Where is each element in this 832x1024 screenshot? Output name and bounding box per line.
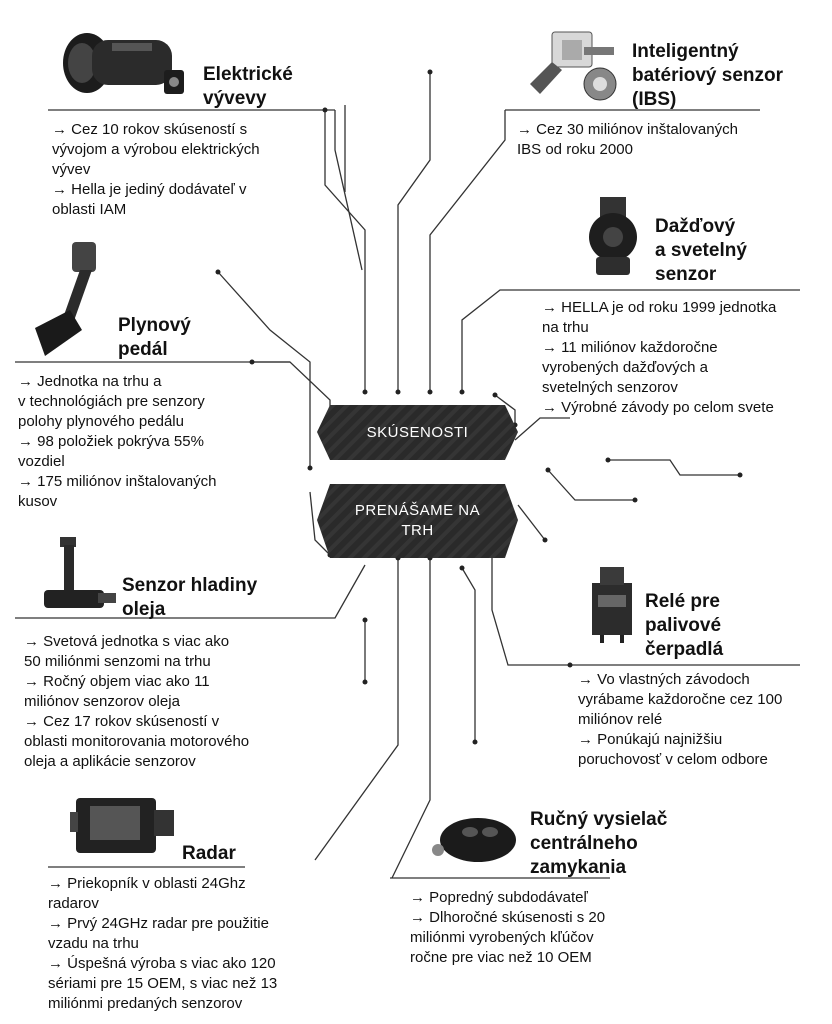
title-line: zamykania <box>530 857 627 878</box>
title-line: batériový senzor <box>632 65 783 86</box>
hub-experience: SKÚSENOSTI <box>317 405 518 460</box>
title-line: a svetelný <box>655 240 747 261</box>
description-line: → Jednotka na trhu a <box>18 373 162 390</box>
oil-level-sensor-icon <box>44 537 116 608</box>
title-line: senzor <box>655 264 717 285</box>
oil-sensor-description: → Svetová jednotka s viac ako 50 miliónm… <box>24 632 249 772</box>
description-line: → 98 položiek pokrýva 55% <box>18 433 204 450</box>
vacuum-pump-icon <box>63 33 184 94</box>
remote-description: → Popredný subdodávateľ → Dlhoročné skús… <box>410 888 605 968</box>
description-line: radarov <box>48 895 99 912</box>
hub-market-label-line1: PRENÁŠAME NA <box>354 502 481 519</box>
title-line: Inteligentný <box>632 41 739 62</box>
accelerator-pedal-icon <box>35 242 96 356</box>
description-line: → Svetová jednotka s viac ako <box>24 633 230 650</box>
description-line: miliónov relé <box>578 711 663 728</box>
description-line: → Prvý 24GHz radar pre použitie <box>48 915 269 932</box>
relay-icon <box>592 567 632 643</box>
description-line: → Priekopník v oblasti 24Ghz <box>48 875 246 892</box>
description-line: → Výrobné závody po celom svete <box>542 399 774 416</box>
battery-sensor-description: → Cez 30 miliónov inštalovaných IBS od r… <box>517 120 738 160</box>
radar-description: → Priekopník v oblasti 24Ghz radarov → P… <box>48 874 277 1014</box>
title-line: Radar <box>182 843 236 864</box>
description-line: → Cez 10 rokov skúseností s <box>52 121 248 138</box>
description-line: → Popredný subdodávateľ <box>410 889 588 906</box>
description-line: → Dlhoročné skúsenosti s 20 <box>410 909 606 926</box>
hub-market: PRENÁŠAME NA TRH <box>317 484 518 558</box>
description-line: → Cez 17 rokov skúseností v <box>24 713 220 730</box>
title-line: pedál <box>118 339 168 360</box>
relay-description: → Vo vlastných závodoch vyrábame každoro… <box>578 670 782 770</box>
description-line: 50 miliónmi senzomi na trhu <box>24 653 211 670</box>
description-line: oleja a aplikácie senzorov <box>24 753 196 770</box>
description-line: → Ponúkajú najnižšiu <box>578 731 723 748</box>
description-line: svetelných senzorov <box>542 379 678 396</box>
hub-experience-label: SKÚSENOSTI <box>366 423 469 441</box>
description-line: miliónov senzorov oleja <box>24 693 180 710</box>
description-line: oblasti monitorovania motorového <box>24 733 250 750</box>
description-line: vývojom a výrobou elektrických <box>52 141 260 158</box>
description-line: vozdiel <box>18 453 65 470</box>
title-line: Plynový <box>118 315 191 336</box>
description-line: miliónmi predaných senzorov <box>48 995 243 1012</box>
pedal-title: Plynový pedál <box>118 314 191 362</box>
description-line: → Hella je jediný dodávateľ v <box>52 181 247 198</box>
rain-sensor-description: → HELLA je od roku 1999 jednotka na trhu… <box>542 298 776 418</box>
description-line: polohy plynového pedálu <box>18 413 184 430</box>
hub-top-shape <box>317 405 518 460</box>
title-line: Dažďový <box>655 216 736 237</box>
description-line: → Ročný objem viac ako 11 <box>24 673 210 690</box>
title-line: palivové <box>645 615 722 636</box>
description-line: sériami pre 15 OEM, s viac než 13 <box>48 975 278 992</box>
description-line: miliónmi vyrobených kľúčov <box>410 929 594 946</box>
description-line: → 11 miliónov každoročne <box>542 339 718 356</box>
description-line: na trhu <box>542 319 589 336</box>
title-line: Relé pre <box>645 591 720 612</box>
radar-sensor-icon <box>70 798 174 853</box>
title-line: čerpadlá <box>645 639 724 660</box>
description-line: → 175 miliónov inštalovaných <box>18 473 217 490</box>
description-line: vzadu na trhu <box>48 935 139 952</box>
description-line: oblasti IAM <box>52 201 127 218</box>
description-line: vyrobených dažďových a <box>542 359 708 376</box>
radar-title: Radar <box>182 842 236 866</box>
battery-sensor-icon <box>530 31 617 101</box>
relay-title: Relé pre palivové čerpadlá <box>645 590 723 662</box>
title-line: Ručný vysielač <box>530 809 668 830</box>
description-line: kusov <box>18 493 58 510</box>
title-line: Senzor hladiny <box>122 575 258 596</box>
pedal-description: → Jednotka na trhu a v technológiách pre… <box>18 372 216 512</box>
remote-title: Ručný vysielač centrálneho zamykania <box>530 808 667 880</box>
title-line: (IBS) <box>632 89 677 110</box>
description-line: poruchovosť v celom odbore <box>578 751 768 768</box>
vacuum-pump-description: → Cez 10 rokov skúseností s vývojom a vý… <box>52 120 260 220</box>
rain-sensor-icon <box>589 197 637 275</box>
description-line: → Cez 30 miliónov inštalovaných <box>517 121 738 138</box>
title-line: vývevy <box>203 88 267 109</box>
description-line: → Úspešná výroba s viac ako 120 <box>48 955 276 972</box>
description-line: ročne pre viac než 10 OEM <box>410 949 592 966</box>
description-line: → HELLA je od roku 1999 jednotka <box>542 299 777 316</box>
description-line: IBS od roku 2000 <box>517 141 633 158</box>
oil-sensor-title: Senzor hladiny oleja <box>122 574 257 622</box>
vacuum-pump-title: Elektrické vývevy <box>203 63 293 111</box>
title-line: centrálneho <box>530 833 638 854</box>
battery-sensor-title: Inteligentný batériový senzor (IBS) <box>632 40 783 112</box>
title-line: oleja <box>122 599 166 620</box>
description-line: vyrábame každoročne cez 100 <box>578 691 783 708</box>
description-line: v technológiách pre senzory <box>18 393 205 410</box>
hub-market-label-line2: TRH <box>401 522 434 539</box>
hub-bottom-shape <box>317 484 518 558</box>
car-key-remote-icon <box>432 818 516 862</box>
rain-sensor-title: Dažďový a svetelný senzor <box>655 215 747 287</box>
description-line: vývev <box>52 161 91 178</box>
description-line: → Vo vlastných závodoch <box>578 671 750 688</box>
title-line: Elektrické <box>203 64 293 85</box>
